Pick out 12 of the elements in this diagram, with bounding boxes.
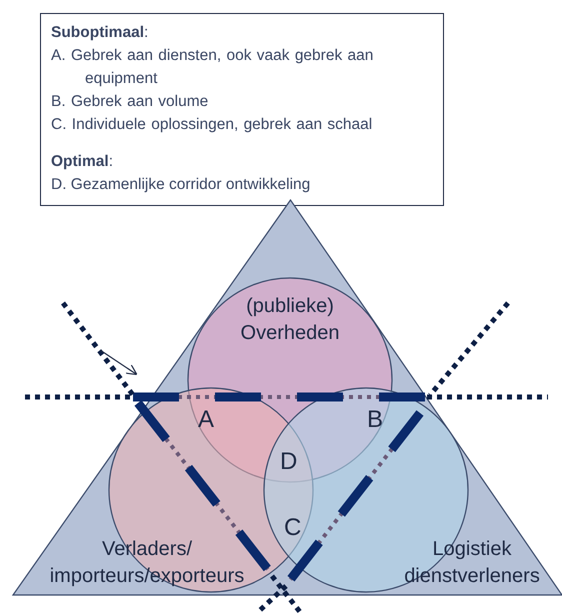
list-item: B. Gebrek aan volume [51, 92, 210, 112]
region-letter: B [367, 406, 384, 434]
list-item: D. Gezamenlijke corridor ontwikkeling [51, 175, 312, 195]
region-letter: A [198, 406, 214, 434]
section-heading: Suboptimaal: [51, 23, 150, 43]
list-item: A. Gebrek aan diensten, ook vaak gebrek aan equipment [51, 46, 374, 89]
list-item: C. Individuele oplossingen, gebrek aan schaal [51, 115, 374, 135]
section-heading: Optimal: [51, 152, 114, 172]
legend-text-box [40, 13, 444, 206]
region-letter: C [284, 514, 302, 542]
circle-label: (publieke) Overheden [240, 294, 340, 346]
region-letter: D [280, 448, 298, 476]
